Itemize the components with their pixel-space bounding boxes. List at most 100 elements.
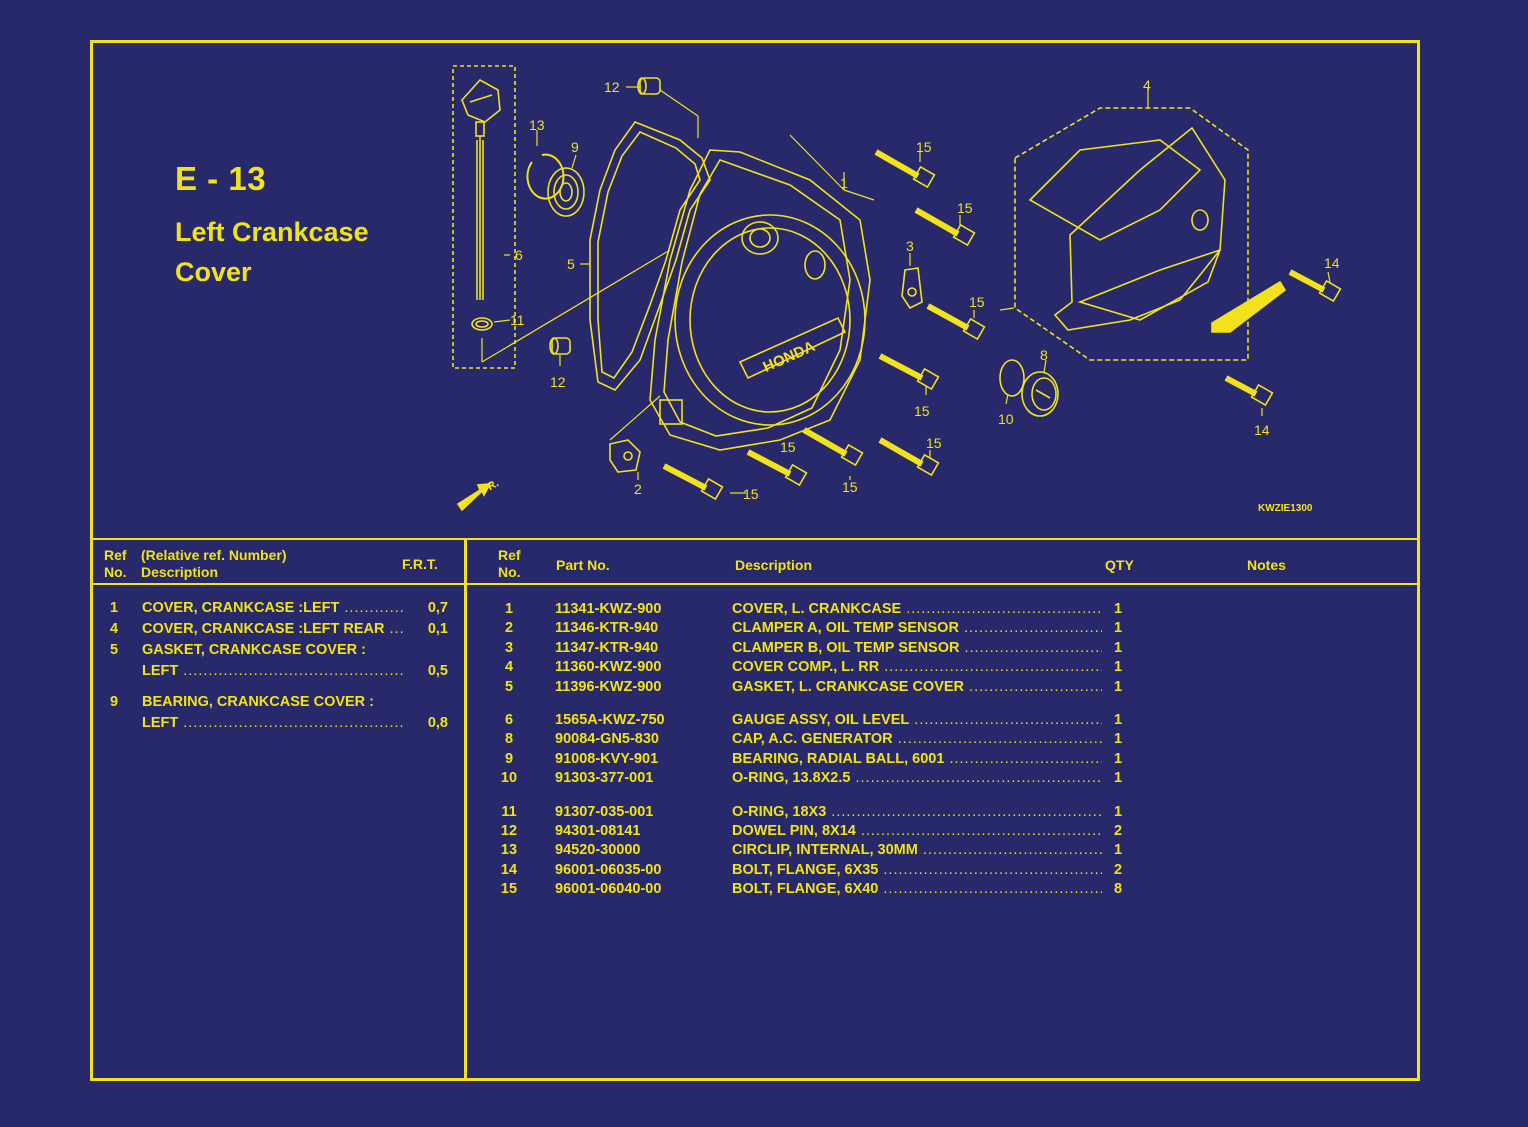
left-header-ref: Ref No. — [104, 547, 127, 580]
cell-frt: 0,5 — [427, 663, 448, 679]
svg-text:FR.: FR. — [480, 477, 501, 496]
bolt-15-d — [878, 353, 940, 391]
cell-pno: 11346-KTR-940 — [555, 620, 659, 637]
cell-desc: GASKET, L. CRANKCASE COVER — [732, 679, 1102, 695]
decal — [1211, 280, 1287, 333]
bolt-15-e — [878, 437, 940, 477]
right-header-desc: Description — [735, 557, 813, 573]
cell-ref: 14 — [500, 861, 518, 878]
cell-qty: 2 — [1113, 822, 1123, 839]
callout-3: 3 — [906, 238, 914, 254]
cell-desc: O-RING, 18X3 — [732, 804, 1102, 820]
leader-lines — [481, 86, 1331, 494]
cell-qty: 1 — [1113, 601, 1123, 617]
cell-qty: 8 — [1113, 881, 1123, 898]
frt-row: 5 GASKET, CRANKCASE COVER : — [104, 642, 454, 663]
cell-pno: 94520-30000 — [555, 842, 641, 859]
o-ring-10 — [999, 359, 1025, 397]
bolt-15-b — [914, 207, 976, 247]
cell-pno: 91307-035-001 — [555, 803, 654, 820]
bolt-14-a — [1288, 269, 1342, 303]
gauge-group-box — [452, 65, 516, 369]
callout-14-b: 14 — [1254, 422, 1270, 438]
page-code: E - 13 — [175, 160, 267, 197]
cell-qty: 1 — [1113, 842, 1123, 859]
callout-15-g: 15 — [743, 486, 759, 502]
cell-qty: 1 — [1113, 639, 1123, 656]
parts-row: 14 96001-06035-00 BOLT, FLANGE, 6X35 2 — [497, 862, 1397, 881]
cell-ref: 11 — [501, 803, 517, 820]
page-title-line1: Left Crankcase — [175, 217, 369, 247]
cell-ref: 1 — [109, 600, 119, 616]
table-divider — [464, 539, 467, 1081]
cell-ref: 4 — [504, 659, 514, 676]
cell-desc: LEFT — [142, 715, 404, 731]
page-title: Left Crankcase Cover — [175, 212, 435, 292]
callout-15-b: 15 — [957, 200, 973, 216]
exploded-parts-diagram: HONDA — [452, 65, 1342, 512]
cell-ref: 9 — [504, 750, 514, 767]
cell-ref: 9 — [109, 694, 119, 710]
cell-desc: CLAMPER B, OIL TEMP SENSOR — [732, 640, 1102, 656]
cell-desc: COVER, CRANKCASE :LEFT REAR — [142, 621, 404, 637]
cell-desc: BOLT, FLANGE, 6X40 — [732, 881, 1102, 897]
crankcase-cover-1: HONDA — [649, 149, 871, 451]
cell-ref: 3 — [504, 639, 514, 656]
bolt-15-f — [802, 427, 864, 467]
cell-pno: 96001-06040-00 — [555, 881, 662, 898]
frt-row: 9 BEARING, CRANKCASE COVER : — [104, 694, 454, 715]
clamper-2 — [609, 439, 641, 473]
cell-pno: 91303-377-001 — [555, 770, 654, 787]
rear-cover-4 — [1028, 126, 1226, 331]
frt-row: 1 COVER, CRANKCASE :LEFT 0,7 — [104, 600, 454, 621]
cell-pno: 1565A-KWZ-750 — [555, 711, 665, 728]
cell-qty: 1 — [1113, 678, 1123, 695]
cell-qty: 1 — [1113, 711, 1123, 728]
cell-frt: 0,7 — [427, 600, 448, 616]
cell-ref: 4 — [109, 621, 119, 637]
cell-qty: 2 — [1113, 861, 1123, 878]
cell-ref: 12 — [500, 822, 518, 839]
callout-15-c: 15 — [969, 294, 985, 310]
page-frame — [90, 40, 1420, 1081]
bolt-15-a — [874, 149, 936, 189]
page-title-line2: Cover — [175, 257, 252, 287]
left-header-frt: F.R.T. — [402, 556, 438, 572]
callout-15-d: 15 — [914, 403, 930, 419]
cell-pno: 91008-KVY-901 — [555, 750, 659, 767]
callout-14-a: 14 — [1324, 255, 1340, 271]
cell-desc: COVER, CRANKCASE :LEFT — [142, 600, 404, 616]
generator-cap-8 — [1021, 371, 1059, 417]
cell-ref: 2 — [504, 620, 514, 637]
clamper-3 — [901, 267, 923, 310]
cell-desc: GASKET, CRANKCASE COVER : — [142, 642, 366, 658]
parts-row: 9 91008-KVY-901 BEARING, RADIAL BALL, 6001… — [497, 751, 1397, 770]
right-header-qty: QTY — [1105, 557, 1134, 573]
bearing-9 — [547, 167, 585, 217]
callout-10: 10 — [998, 411, 1014, 427]
dowel-pin-12-bottom — [549, 337, 571, 355]
callout-15-f: 15 — [780, 439, 796, 455]
o-ring-11 — [471, 317, 493, 331]
cell-ref: 15 — [500, 881, 518, 898]
cell-pno: 11341-KWZ-900 — [555, 601, 662, 617]
oil-level-gauge — [461, 78, 501, 300]
right-header-ref: Ref No. — [498, 547, 521, 580]
right-header-notes: Notes — [1247, 557, 1286, 573]
cell-ref: 8 — [504, 731, 514, 748]
diagram-code: KWZIE1300 — [1258, 503, 1313, 514]
cell-desc: BEARING, RADIAL BALL, 6001 — [732, 751, 1102, 767]
cell-pno: 96001-06035-00 — [555, 861, 662, 878]
cell-pno: 90084-GN5-830 — [555, 731, 659, 748]
cell-desc: BOLT, FLANGE, 6X35 — [732, 862, 1102, 878]
callout-15-e: 15 — [926, 435, 942, 451]
cell-desc: COVER, L. CRANKCASE — [732, 601, 1102, 617]
